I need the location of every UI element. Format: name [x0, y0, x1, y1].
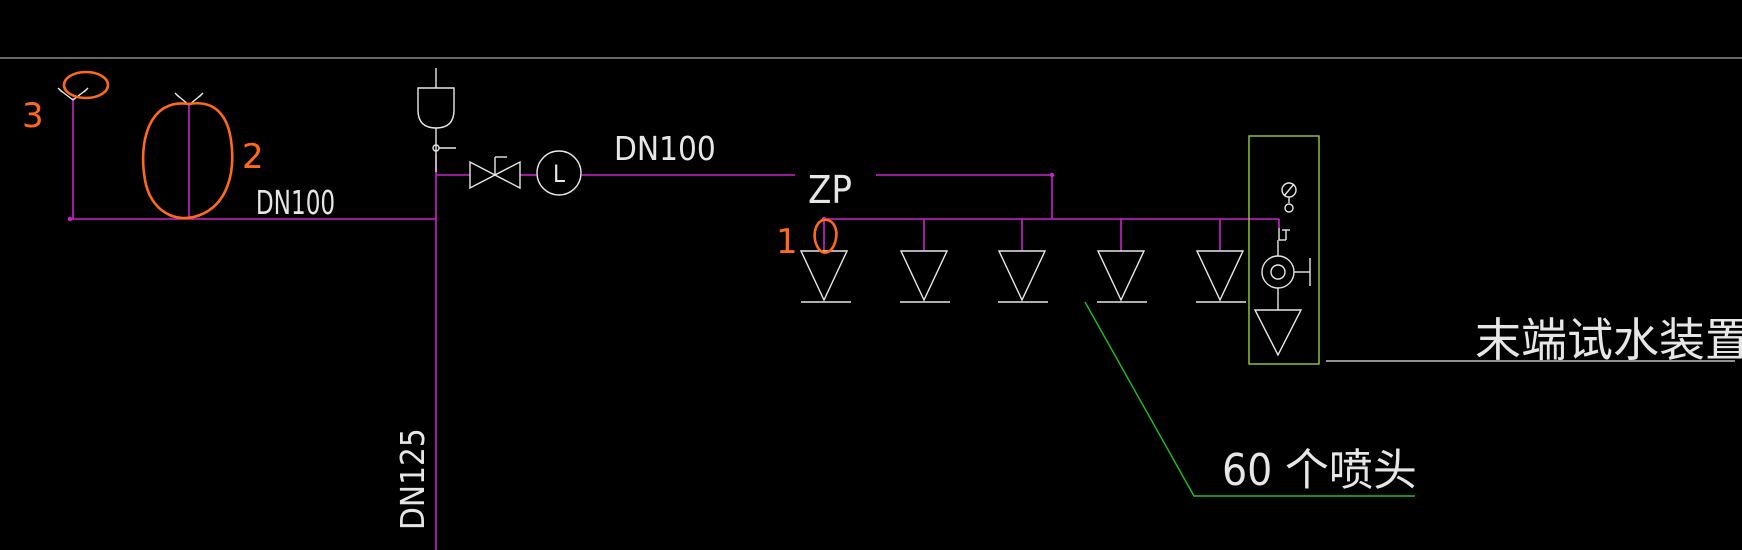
- label-sprinkler-count: 60 个喷头: [1222, 445, 1417, 496]
- water-alarm-icon: [417, 68, 456, 172]
- pipe-network: [70, 98, 1280, 550]
- pendant-sprinkler-icon: [799, 250, 851, 303]
- upright-sprinkler-icon-3: [57, 87, 89, 101]
- markup-circle-1: [813, 218, 838, 254]
- markup-circle-2: [141, 101, 234, 220]
- markup-number-3: 3: [22, 96, 44, 136]
- markup-circle-3: [62, 70, 110, 100]
- pendant-sprinkler-icon: [1195, 250, 1246, 303]
- label-dn125: DN125: [393, 428, 432, 530]
- pipe-node-left: [67, 216, 73, 222]
- test-valve-icon: [1261, 228, 1311, 289]
- label-dn100-left: DN100: [256, 184, 335, 222]
- pipe-node-top: [1049, 172, 1055, 178]
- pendant-sprinkler-icon: [1253, 288, 1303, 357]
- sprinkler-row: [799, 250, 1246, 303]
- label-zp: ZP: [808, 168, 852, 212]
- markup-annotations: [62, 70, 838, 254]
- markup-number-1: 1: [776, 222, 798, 262]
- pressure-gauge-icon: [1281, 182, 1297, 213]
- end-test-device-box: [1248, 135, 1320, 365]
- pendant-sprinkler-icon: [997, 250, 1048, 303]
- flow-indicator-letter: L: [553, 160, 565, 188]
- pendant-sprinkler-icon: [899, 250, 950, 303]
- gate-valve-icon: [469, 156, 521, 190]
- sprinkler-count-leader: [1084, 301, 1415, 497]
- flow-indicator-L-icon: L: [536, 150, 582, 196]
- pendant-sprinkler-icon: [1096, 250, 1147, 303]
- label-end-test-device: 末端试水装置: [1475, 313, 1742, 367]
- label-dn100-top: DN100: [614, 129, 716, 168]
- markup-number-2: 2: [242, 137, 264, 177]
